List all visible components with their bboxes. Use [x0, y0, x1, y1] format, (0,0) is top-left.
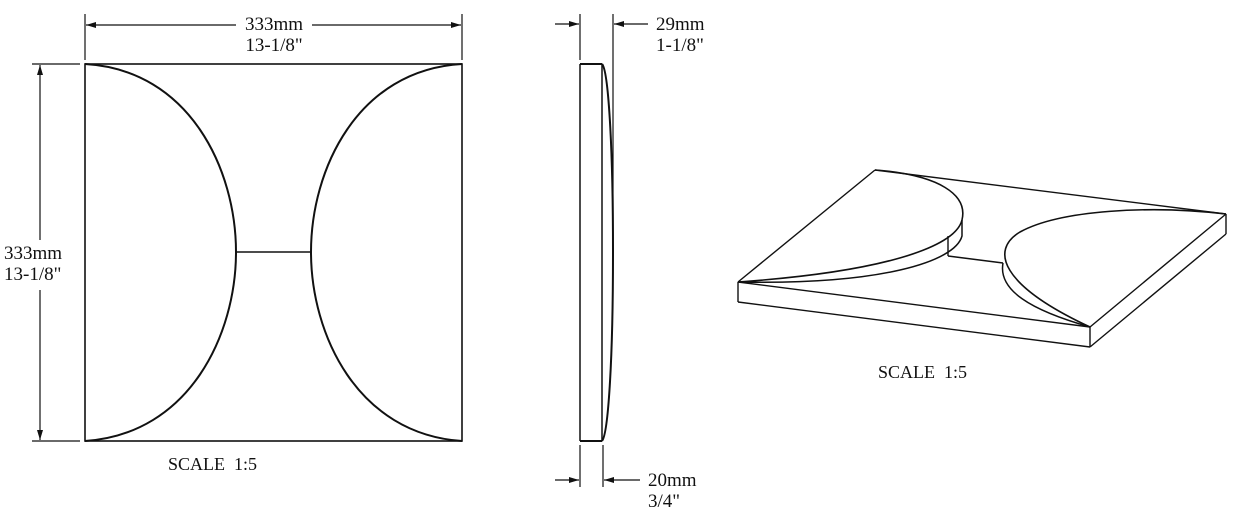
front-scale-label: SCALE 1:5 — [168, 454, 258, 474]
left-curve — [84, 63, 238, 442]
side-base-thickness-dimension — [555, 445, 640, 487]
side-base-thickness-mm: 20mm — [648, 470, 697, 491]
isometric-view — [737, 169, 1227, 348]
right-curve — [309, 63, 463, 442]
front-height-mm: 333mm — [4, 243, 63, 264]
front-width-label: 333mm 13-1/8" — [238, 14, 310, 56]
side-max-thickness-inch: 1-1/8" — [656, 35, 704, 56]
isometric-scale-label: SCALE 1:5 — [878, 362, 968, 382]
front-width-inch: 13-1/8" — [245, 35, 303, 56]
front-height-dimension — [32, 63, 80, 442]
side-base-thickness-inch: 3/4" — [648, 491, 681, 512]
side-max-thickness-label: 29mm 1-1/8" — [656, 14, 705, 56]
front-view — [84, 63, 463, 442]
front-width-mm: 333mm — [244, 14, 304, 35]
front-view-outline — [84, 63, 463, 442]
side-view — [579, 63, 615, 442]
front-height-label: 333mm 13-1/8" — [4, 243, 62, 285]
side-max-thickness-mm: 29mm — [656, 14, 705, 35]
side-max-thickness-dimension — [555, 14, 648, 240]
front-width-dimension — [84, 14, 463, 60]
front-height-inch: 13-1/8" — [4, 264, 62, 285]
side-base-thickness-label: 20mm 3/4" — [648, 470, 697, 512]
